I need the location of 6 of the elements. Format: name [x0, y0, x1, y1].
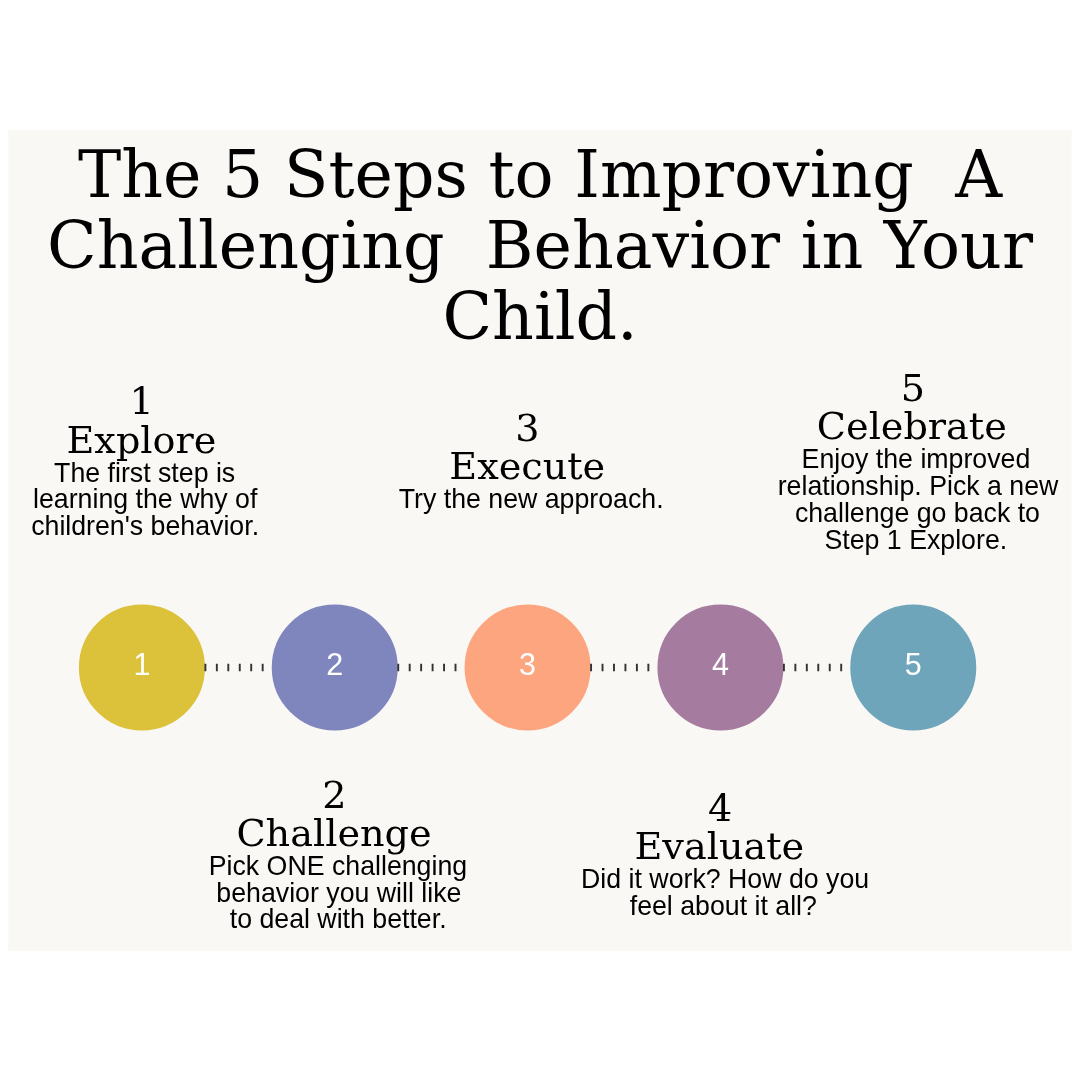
node-circle: 3 [464, 603, 591, 730]
node-circle: 1 [78, 603, 205, 730]
node-circle: 5 [850, 603, 977, 730]
node-circle: 4 [657, 603, 784, 730]
diagram-title: The 5 Steps to Improving A Challenging Behavior in Your Child. [47, 136, 1033, 353]
node-circle: 2 [271, 603, 398, 730]
